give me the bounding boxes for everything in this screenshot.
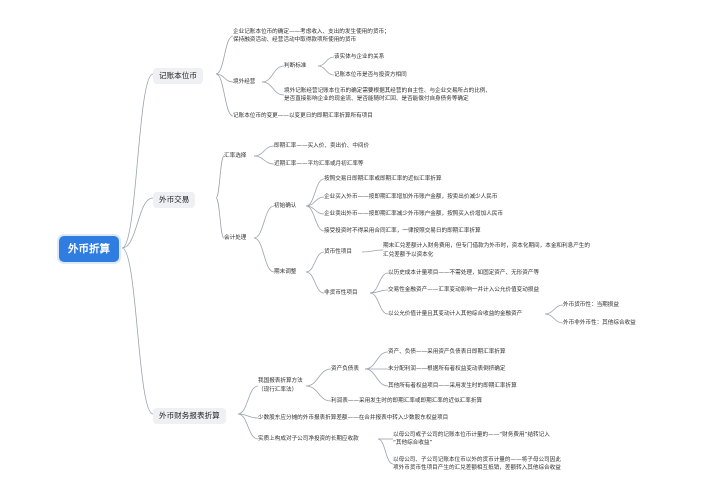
connector-line bbox=[544, 304, 564, 315]
connector-line bbox=[253, 237, 275, 273]
balance-item-1: 资产、负债——采用资产负债表日即期汇率折算 bbox=[388, 349, 506, 355]
overseas-note-line2: 是否直接影响企业的现金流、是否能随时汇回、是否能偿付自身债务等确定 bbox=[284, 96, 469, 102]
monetary-text-line2: 汇兑差额予以资本化 bbox=[383, 252, 434, 258]
long-term-item-2-line1: 以母公司、子公司记账本位币以外的货币计量的——将子母公司因此 bbox=[393, 457, 561, 463]
node-long-term[interactable]: 实质上构成对子公司净投资的长期应收款 bbox=[258, 436, 359, 442]
node-period-end[interactable]: 期末调整 bbox=[274, 269, 297, 275]
initial-item-2: 企业买入外币——按即期汇率增加外币账户金额，按卖出价减少人民币 bbox=[324, 194, 498, 200]
connector-line bbox=[305, 271, 325, 294]
initial-item-1: 按照交易日即期汇率或即期汇率的近似汇率折算 bbox=[324, 176, 442, 182]
jizhang-determination-line1: 企业记账本位币的确定——考虑收入、支出的发生使用的货币； bbox=[233, 29, 390, 35]
connector-line bbox=[121, 197, 154, 249]
connector-line bbox=[317, 56, 335, 67]
connector-line bbox=[369, 292, 389, 315]
connector-line bbox=[317, 65, 335, 76]
connector-line bbox=[544, 313, 564, 324]
connector-line bbox=[237, 413, 259, 440]
connector-line bbox=[237, 385, 259, 415]
connector-line bbox=[361, 249, 384, 253]
monetary-text-line1: 期末汇兑差额计入财务费用，但专门借款为外币时，资本化期间，本金和利息产生的 bbox=[383, 243, 590, 249]
node-initial[interactable]: 初始确认 bbox=[274, 203, 297, 209]
jizhang-change: 记账本位币的变更——以变更日的即期汇率折算所有项目 bbox=[233, 113, 373, 119]
node-overseas[interactable]: 境外经营 bbox=[233, 79, 256, 85]
connector-line bbox=[369, 289, 389, 294]
rate-item-1: 即期汇率——买入价、卖出价、中间价 bbox=[274, 143, 370, 149]
balance-item-2: 未分配利润——根据所有者权益变动表倒挤确定 bbox=[388, 366, 506, 372]
method-label-line2: （现行汇率法） bbox=[258, 387, 298, 393]
connector-line bbox=[305, 251, 325, 273]
node-accounting[interactable]: 会计处理 bbox=[224, 235, 247, 241]
connector-line bbox=[253, 145, 275, 157]
non-monetary-item-1: 以历史成本计量项目——不需处理，如固定资产、无形资产等 bbox=[388, 270, 540, 276]
initial-item-3: 企业卖出外币——按即期汇率减少外币账户金额，按照买入价增加人民币 bbox=[324, 211, 504, 217]
criteria-item-1: 该实体与企业的关系 bbox=[334, 54, 385, 60]
node-criteria[interactable]: 判断标准 bbox=[284, 63, 307, 69]
connector-line bbox=[305, 205, 325, 232]
connector-line bbox=[253, 205, 275, 239]
fvoci-item-1: 外币货币性：当期损益 bbox=[563, 302, 619, 308]
connector-line bbox=[261, 81, 285, 96]
connector-line bbox=[215, 197, 225, 239]
connector-line bbox=[121, 73, 154, 249]
initial-item-4: 接受投资时不得采用合同汇率，一律按照交易日的即期汇率折算 bbox=[324, 228, 481, 234]
minority-interest: 少数股东应分摊的外币报表折算差额——在合并报表中转入少数股东权益项目 bbox=[258, 415, 449, 421]
connector-line bbox=[215, 35, 234, 75]
connector-line bbox=[364, 351, 389, 370]
node-monetary[interactable]: 货币性项目 bbox=[324, 249, 352, 255]
root-node[interactable]: 外币折算 bbox=[59, 236, 119, 262]
method-label-line1[interactable]: 我国报表折算方法 bbox=[258, 378, 303, 384]
branch-waibi[interactable]: 外币交易 bbox=[153, 192, 196, 208]
overseas-note-line1: 境外记账经营记账本位币的确定需要根据其经营的自主性、与企业交易所占的比例、 bbox=[284, 88, 491, 94]
balance-item-3: 其他所有者权益项目——采用发生时的即期汇率折算 bbox=[388, 383, 517, 389]
branch-caiwu[interactable]: 外币财务报表折算 bbox=[153, 408, 226, 424]
income-statement: 利润表——采用发生时的即期汇率或即期汇率的近似汇率折算 bbox=[331, 398, 483, 404]
node-rate-choice[interactable]: 汇率选择 bbox=[224, 153, 247, 159]
criteria-item-2: 记账本位币是否与投资方相同 bbox=[334, 72, 407, 78]
long-term-item-1-line2: “其他综合收益” bbox=[393, 440, 433, 446]
connector-line bbox=[305, 385, 332, 402]
branch-jizhang[interactable]: 记账本位币 bbox=[153, 68, 203, 84]
rate-item-2: 近期汇率——平均汇率或月初汇率等 bbox=[274, 161, 364, 167]
long-term-item-1-line1: 以母公司或子公司的记账本位币计量的——“财务费用”结转记入 bbox=[393, 432, 550, 438]
connector-line bbox=[121, 247, 154, 415]
connector-line bbox=[377, 438, 394, 465]
connector-line bbox=[305, 196, 325, 207]
non-monetary-item-3[interactable]: 以公允价值计量且其变动计入其他综合收益的金融资产 bbox=[388, 311, 523, 317]
connector-line bbox=[215, 155, 225, 199]
connector-line bbox=[261, 65, 285, 83]
long-term-item-2-line2: 项外币货币性项目产生的汇兑差额相互抵销，差额转入其他综合收益 bbox=[393, 465, 561, 471]
jizhang-determination-line2: 保持融资活动、经营活动中取得款项所使用的货币 bbox=[233, 37, 357, 43]
connector-line bbox=[215, 73, 234, 117]
connector-line bbox=[364, 368, 389, 387]
non-monetary-item-2: 交易性金融资产——汇率变动影响一并计入公允价值变动损益 bbox=[388, 287, 540, 293]
node-non-monetary[interactable]: 非货币性项目 bbox=[324, 290, 358, 296]
fvoci-item-2: 外币非外币性：其他综合收益 bbox=[563, 320, 636, 326]
connector-line bbox=[369, 272, 389, 294]
connector-line bbox=[253, 155, 275, 165]
connector-line bbox=[215, 73, 234, 83]
connector-line bbox=[305, 368, 332, 387]
connector-line bbox=[305, 178, 325, 207]
node-balance-sheet[interactable]: 资产负债表 bbox=[331, 366, 359, 372]
